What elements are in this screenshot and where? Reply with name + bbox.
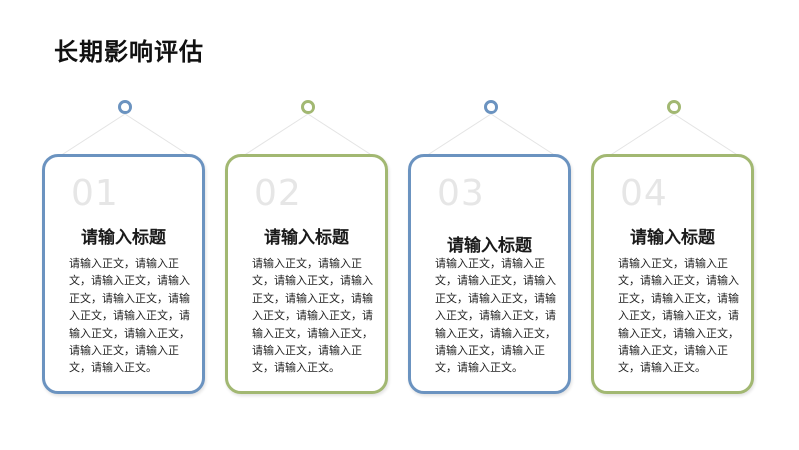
card-number: 03 bbox=[437, 173, 485, 214]
string-left-4 bbox=[608, 113, 675, 157]
slide-title: 长期影响评估 bbox=[54, 38, 204, 66]
card-title: 请输入标题 bbox=[81, 228, 166, 248]
pin-3 bbox=[484, 100, 498, 114]
card-body: 请输入正文，请输入正文，请输入正文，请输入正文，请输入正文，请输入正文，请输入正… bbox=[69, 257, 190, 375]
pin-2 bbox=[301, 100, 315, 114]
string-left-2 bbox=[242, 113, 309, 157]
card-title: 请输入标题 bbox=[447, 236, 532, 256]
pin-4 bbox=[667, 100, 681, 114]
card-number: 02 bbox=[254, 173, 302, 214]
card-body: 请输入正文，请输入正文，请输入正文，请输入正文，请输入正文，请输入正文，请输入正… bbox=[618, 257, 739, 375]
card-number: 01 bbox=[71, 173, 119, 214]
card-body: 请输入正文，请输入正文，请输入正文，请输入正文，请输入正文，请输入正文，请输入正… bbox=[435, 257, 556, 375]
card-2: 02 请输入标题 请输入正文，请输入正文，请输入正文，请输入正文，请输入正文，请… bbox=[225, 154, 388, 394]
string-left-1 bbox=[59, 113, 126, 157]
card-title: 请输入标题 bbox=[264, 228, 349, 248]
string-right-4 bbox=[673, 113, 740, 157]
string-right-3 bbox=[490, 113, 557, 157]
card-4: 04 请输入标题 请输入正文，请输入正文，请输入正文，请输入正文，请输入正文，请… bbox=[591, 154, 754, 394]
string-right-2 bbox=[307, 113, 374, 157]
pin-1 bbox=[118, 100, 132, 114]
card-number: 04 bbox=[620, 173, 668, 214]
string-left-3 bbox=[425, 113, 492, 157]
card-body: 请输入正文，请输入正文，请输入正文，请输入正文，请输入正文，请输入正文，请输入正… bbox=[252, 257, 373, 375]
string-right-1 bbox=[124, 113, 191, 157]
card-title: 请输入标题 bbox=[630, 228, 715, 248]
card-3: 03 请输入标题 请输入正文，请输入正文，请输入正文，请输入正文，请输入正文，请… bbox=[408, 154, 571, 394]
card-1: 01 请输入标题 请输入正文，请输入正文，请输入正文，请输入正文，请输入正文，请… bbox=[42, 154, 205, 394]
